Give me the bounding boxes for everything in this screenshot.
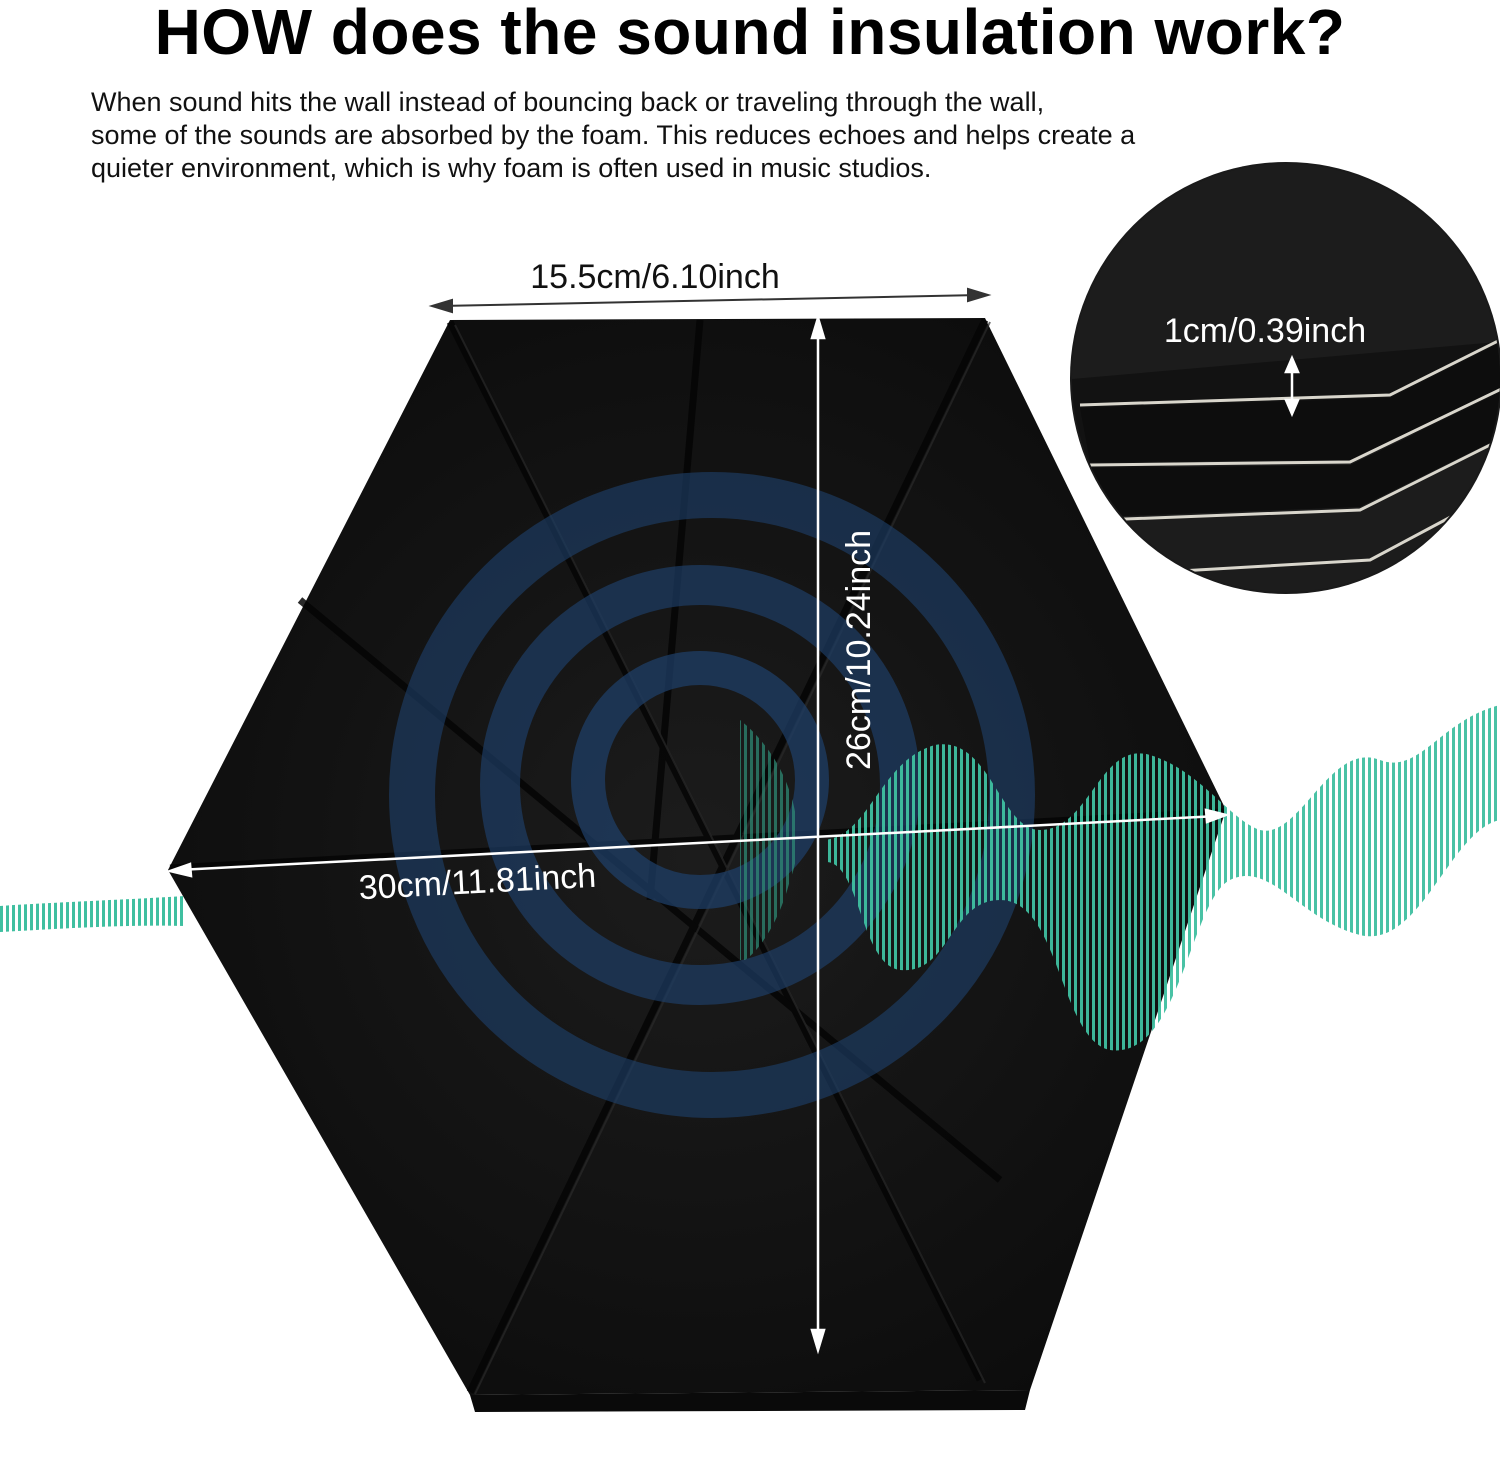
description-line-2: some of the sounds are absorbed by the f…: [91, 120, 1136, 150]
top-width-arrow: [428, 287, 992, 314]
height-label: 26cm/10.24inch: [840, 530, 878, 770]
page-title: HOW does the sound insulation work?: [154, 0, 1346, 68]
incoming-sound-wave: [0, 896, 185, 932]
top-width-label: 15.5cm/6.10inch: [530, 258, 780, 296]
description: When sound hits the wall instead of boun…: [91, 86, 1351, 185]
hexagon-panel: [168, 318, 1226, 1412]
thickness-label: 1cm/0.39inch: [1164, 312, 1366, 350]
dimension-arrows: [165, 313, 1231, 1355]
description-line-1: When sound hits the wall instead of boun…: [91, 87, 1045, 117]
thickness-inset: 1cm/0.39inch: [1070, 162, 1500, 594]
description-line-3: quieter environment, which is why foam i…: [91, 153, 932, 183]
